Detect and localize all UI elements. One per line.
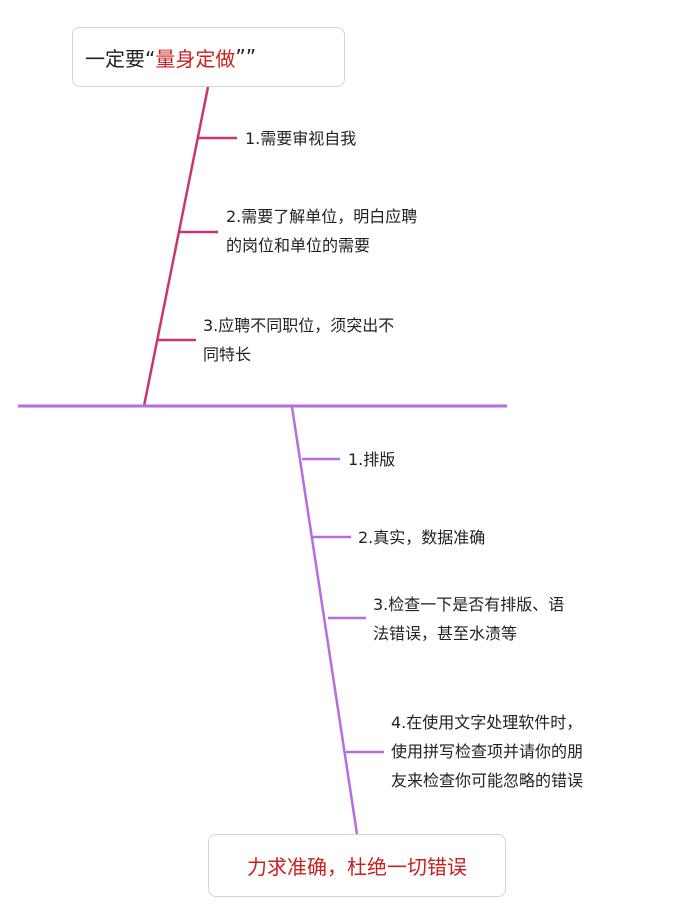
lower-spine: [290, 406, 359, 835]
lower-item-4: 4.在使用文字处理软件时， 使用拼写检查项并请你的朋 友来检查你可能忽略的错误: [391, 708, 583, 795]
item-line: 友来检查你可能忽略的错误: [391, 771, 584, 790]
lower-item-3: 3.检查一下是否有排版、语 法错误，甚至水渍等: [373, 590, 564, 648]
item-line: 使用拼写检查项并请你的朋: [391, 742, 584, 761]
top-node-prefix: 一定要“: [85, 46, 156, 71]
lower-item-1: 1.排版: [348, 445, 395, 474]
item-line: 2.真实，数据准确: [358, 528, 486, 547]
item-line: 4.在使用文字处理软件时，: [391, 713, 583, 732]
top-node-suffix: ””: [235, 45, 257, 69]
item-line: 的岗位和单位的需要: [226, 236, 371, 255]
lower-item-2: 2.真实，数据准确: [358, 523, 485, 552]
item-line: 同特长: [203, 345, 252, 364]
item-line: 3.检查一下是否有排版、语: [373, 595, 565, 614]
item-line: 2.需要了解单位，明白应聘: [226, 207, 418, 226]
top-node: 一定要“ 量身定做 ””: [72, 27, 345, 87]
upper-item-1: 1.需要审视自我: [245, 124, 356, 153]
bottom-node: 力求准确，杜绝一切错误: [208, 834, 506, 897]
item-line: 法错误，甚至水渍等: [373, 624, 518, 643]
bottom-node-text: 力求准确，杜绝一切错误: [247, 855, 467, 879]
item-line: 1.排版: [348, 450, 396, 469]
top-node-highlight: 量身定做: [155, 46, 236, 71]
upper-item-3: 3.应聘不同职位，须突出不 同特长: [203, 311, 394, 369]
upper-item-2: 2.需要了解单位，明白应聘 的岗位和单位的需要: [226, 202, 417, 260]
item-line: 1.需要审视自我: [245, 129, 357, 148]
upper-spine: [142, 86, 210, 407]
item-line: 3.应聘不同职位，须突出不: [203, 316, 395, 335]
